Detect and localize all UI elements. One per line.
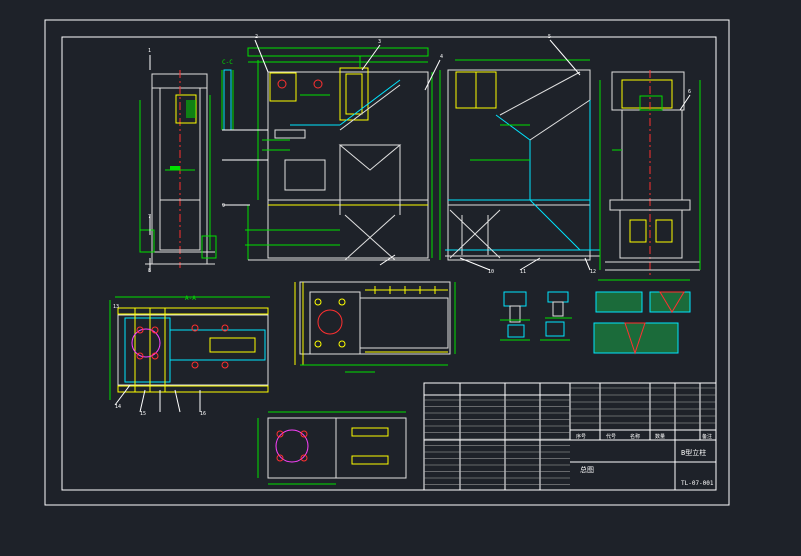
header-remark: 备注 xyxy=(702,433,712,440)
balloon-number: 15 xyxy=(140,411,146,417)
balloon-number: 4 xyxy=(440,54,443,60)
balloon-number: 11 xyxy=(520,269,526,275)
balloon-number: 14 xyxy=(115,404,121,410)
inner-sheet-border xyxy=(61,36,717,491)
title-block: 序号 代号 名称 数量 备注 B型立柱 总图 TL-07-001 xyxy=(423,382,717,491)
section-c-detail: C-C xyxy=(221,59,234,131)
balloon-number: 2 xyxy=(255,34,258,40)
section-c-label: C-C xyxy=(222,59,233,66)
balloon-number: 6 xyxy=(688,89,691,95)
header-qty: 数量 xyxy=(655,433,665,440)
balloon-number: 16 xyxy=(200,411,206,417)
drawing-name: B型立柱 xyxy=(681,448,706,457)
weld-detail-views xyxy=(500,279,691,355)
balloon-number: 3 xyxy=(378,39,381,45)
side-elevation-view xyxy=(139,55,217,272)
drawing-number: TL-07-001 xyxy=(681,480,714,487)
section-a-label: A-A xyxy=(185,295,196,302)
balloon-number: 13 xyxy=(113,304,119,310)
right-elevation-view xyxy=(439,39,601,271)
outer-sheet-border xyxy=(44,19,730,506)
balloon-number: 10 xyxy=(488,269,494,275)
balloon-number: 12 xyxy=(590,269,596,275)
balloon-number: 7 xyxy=(148,214,151,220)
header-index: 序号 xyxy=(576,433,586,440)
front-elevation-view xyxy=(222,39,441,266)
flange-plate-view xyxy=(257,411,407,485)
balloon-number: 8 xyxy=(148,268,151,274)
balloon-number: 1 xyxy=(148,48,151,54)
balloon-number: 9 xyxy=(222,203,225,209)
header-name: 名称 xyxy=(630,433,640,440)
balloon-number: 5 xyxy=(548,34,551,40)
header-code: 代号 xyxy=(606,433,616,440)
end-elevation-view xyxy=(599,70,701,275)
plan-view-a: A-A xyxy=(109,295,270,413)
part-label: 总图 xyxy=(580,465,594,474)
plan-view-b xyxy=(294,281,456,373)
